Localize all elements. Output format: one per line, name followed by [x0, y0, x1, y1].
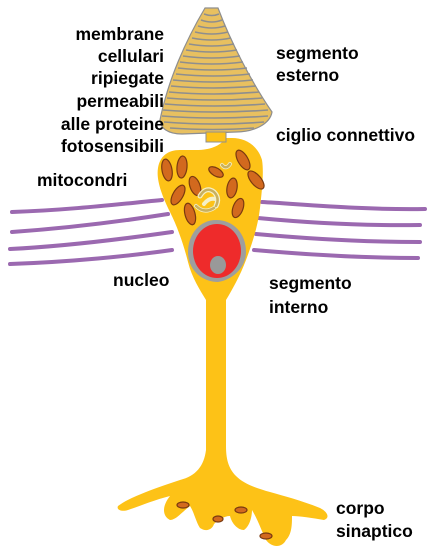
mitochondrion — [170, 184, 186, 206]
mitocondri-label: mitocondri — [37, 170, 128, 190]
membrane-label-line-5: alle proteine — [60, 114, 164, 134]
mitochondrion — [183, 202, 197, 226]
inner-segment-and-axon — [117, 138, 328, 546]
golgi-apparatus — [194, 162, 232, 213]
mitochondria — [161, 149, 273, 540]
left-fibers — [8, 198, 174, 266]
mitochondrion — [212, 515, 224, 523]
mitochondrion — [176, 155, 188, 179]
corpo-sinaptico-label-line-2: sinaptico — [336, 521, 413, 541]
right-fibers — [252, 200, 427, 260]
mitochondrion — [226, 177, 238, 199]
nucleus — [193, 224, 241, 278]
membrane-label-line-3: ripiegate — [91, 68, 164, 88]
ciglio-connettivo-label: ciglio connettivo — [276, 125, 416, 145]
right-fiber-4 — [252, 248, 420, 260]
connecting-cilium — [205, 131, 227, 143]
segmento-interno-label-line-1: segmento — [269, 273, 352, 293]
segmento-interno-label-line-2: interno — [269, 297, 329, 317]
mitochondrion — [161, 158, 173, 182]
corpo-sinaptico-label-line-1: corpo — [336, 498, 385, 518]
mitochondrion — [176, 501, 190, 509]
mitochondrion — [208, 166, 224, 178]
segmento-esterno-label-line-1: segmento — [276, 43, 359, 63]
nucleolus — [210, 256, 226, 274]
membrane-label-line-1: membrane — [75, 24, 164, 44]
right-fiber-2 — [256, 216, 422, 228]
outer-segment — [159, 7, 273, 135]
mitochondrion — [235, 149, 251, 171]
membrane-discs — [161, 13, 269, 131]
left-fiber-3 — [8, 230, 174, 251]
membrane-label-line-4: permeabili — [76, 91, 164, 111]
nucleo-label: nucleo — [113, 270, 170, 290]
left-fiber-2 — [10, 212, 170, 234]
segmento-esterno-label-line-2: esterno — [276, 65, 340, 85]
left-fiber-1 — [10, 198, 164, 214]
mitochondrion — [247, 170, 265, 190]
mitochondrion — [231, 197, 245, 219]
membrane-label-line-2: cellulari — [97, 46, 164, 66]
membrane-label-line-6: fotosensibili — [60, 136, 164, 156]
right-fiber-1 — [260, 200, 427, 212]
right-fiber-3 — [254, 232, 422, 244]
mitochondrion — [259, 532, 273, 540]
mitochondrion — [234, 506, 248, 514]
left-fiber-4 — [8, 248, 174, 266]
